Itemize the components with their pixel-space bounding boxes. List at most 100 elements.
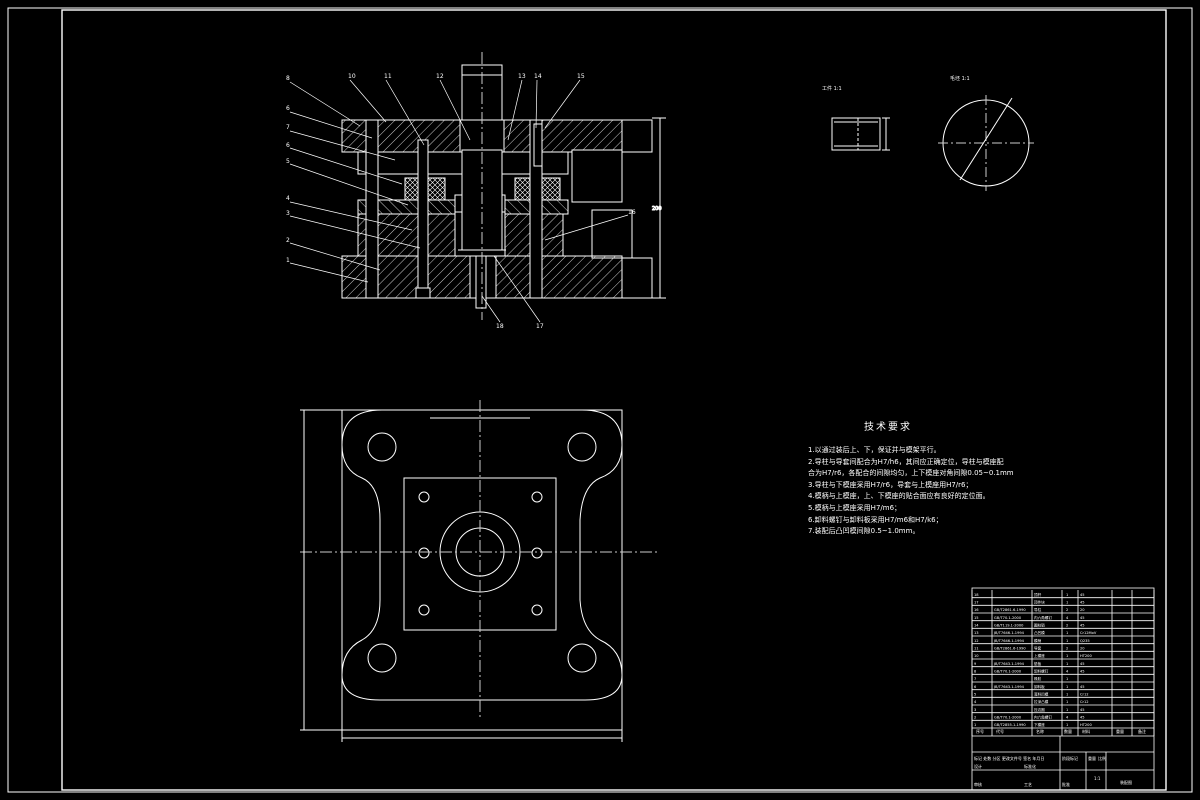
parts-row-name: 导套 [1034, 646, 1042, 651]
parts-row-qty: 1 [1066, 654, 1068, 658]
footer-marks: 标记 处数 分区 更改文件号 签名 年月日 [974, 755, 1044, 761]
parts-row-qty: 1 [1066, 631, 1068, 635]
header-qty: 数量 [1064, 728, 1072, 734]
title-block [971, 587, 1155, 791]
parts-row-no: 5 [974, 693, 976, 697]
footer-design: 设计 [974, 763, 982, 769]
parts-row-material: 45 [1080, 670, 1085, 674]
parts-row-no: 13 [974, 631, 979, 635]
plan-view [300, 400, 660, 742]
footer-standard: 标准化 [1024, 763, 1036, 769]
parts-row-name: 上模座 [1034, 653, 1045, 658]
callout-top-5: 14 [534, 73, 542, 80]
technical-requirements: 技术要求 1.以通过装后上、下，保证并与模架平行。 2.导柱与导套间配合为H7/… [808, 418, 1014, 538]
tech-item-1: 1.以通过装后上、下，保证并与模架平行。 [808, 446, 941, 454]
tech-item-3: 合为H7/r6，各配合的间隙均匀，上下模座对角间隙0.05~0.1mm [808, 469, 1014, 478]
tech-item-5: 4.模柄与上模座，上、下模座的贴合面应有良好的定位面。 [808, 492, 990, 501]
parts-row-material: Cr12MoV [1080, 631, 1097, 635]
parts-row-no: 16 [974, 608, 979, 612]
parts-row-material: 45 [1080, 662, 1085, 666]
parts-row-qty: 4 [1066, 716, 1069, 720]
parts-row-code: JB/T7643.1-1994 [993, 662, 1025, 666]
parts-row-no: 18 [974, 593, 979, 597]
parts-row-code: GB/T2861.6-1990 [994, 608, 1026, 612]
callout-left-3: 7 [286, 124, 290, 131]
header-code: 代号 [996, 728, 1004, 734]
header-no: 序号 [976, 728, 984, 734]
tech-item-4: 3.导柱与下模座采用H7/r6，导套与上模座用H7/r6； [808, 480, 973, 489]
parts-row-qty: 2 [1066, 624, 1068, 628]
parts-row-qty: 1 [1066, 601, 1068, 605]
parts-row-material: 45 [1080, 685, 1085, 689]
parts-row-material: 45 [1080, 616, 1085, 620]
parts-row-code: JB/T7643.1-1994 [993, 685, 1025, 689]
parts-row-name: 落料凹模 [1034, 692, 1049, 697]
parts-row-no: 4 [974, 700, 977, 704]
header-material: 材料 [1082, 728, 1090, 734]
parts-row-material: 20 [1080, 608, 1085, 612]
parts-row-qty: 1 [1066, 593, 1068, 597]
parts-row-name: 内六角螺钉 [1034, 615, 1052, 620]
part-view-label: 工件 1:1 [822, 85, 842, 92]
parts-row-name: 压边圈 [1034, 707, 1045, 712]
parts-row-name: 拉深凸模 [1034, 699, 1049, 704]
footer-scale: 比例 [1098, 755, 1106, 761]
parts-row-material: 45 [1080, 716, 1085, 720]
blank-view-label: 毛坯 1:1 [950, 75, 970, 82]
parts-row-qty: 1 [1066, 693, 1068, 697]
parts-row-qty: 1 [1066, 723, 1068, 727]
tech-item-6: 5.模柄与上模座采用H7/m6； [808, 503, 902, 512]
footer-scale-value: 1:1 [1094, 776, 1101, 781]
callout-left-6: 4 [286, 195, 290, 202]
callout-bottom-1: 18 [496, 323, 504, 330]
parts-row-name: 导柱 [1034, 607, 1042, 612]
parts-row-code: GB/T70.1-2000 [994, 616, 1022, 620]
callout-top-2: 11 [384, 73, 392, 80]
parts-row-name: 橡胶 [1034, 676, 1042, 681]
parts-row-no: 6 [974, 685, 977, 689]
parts-row-code: GB/T2861.6-1990 [994, 647, 1026, 651]
parts-row-qty: 1 [1066, 639, 1068, 643]
tech-item-2: 2.导柱与导套间配合为H7/h6，其间应正确定位，导柱与模座配 [808, 457, 1004, 466]
tech-requirements-title: 技术要求 [864, 422, 912, 433]
parts-row-name: 顶杆 [1034, 592, 1042, 597]
parts-row-material: 45 [1080, 601, 1085, 605]
footer-approve: 批准 [1062, 781, 1070, 787]
parts-row-name: 卸料板 [1034, 684, 1045, 689]
parts-row-name: 垫板 [1034, 661, 1042, 666]
parts-row-name: 模柄 [1034, 638, 1042, 643]
header-name: 名称 [1036, 728, 1044, 734]
parts-row-code: GB/T70.1-2000 [994, 670, 1022, 674]
parts-row-qty: 1 [1066, 677, 1068, 681]
parts-row-name: 顶件块 [1034, 600, 1045, 605]
callout-left-2: 6 [286, 105, 290, 112]
parts-row-code: JB/T7646.1-1994 [993, 631, 1025, 635]
parts-row-qty: 1 [1066, 700, 1068, 704]
title-block-text: 序号 代号 名称 数量 材料 重量 备注 标记 处数 分区 更改文件号 签名 年… [974, 728, 1146, 787]
callout-left-1: 8 [286, 75, 290, 82]
callout-leaders [289, 79, 629, 323]
callout-left-9: 1 [286, 257, 290, 264]
footer-process: 工艺 [1024, 782, 1032, 787]
blank-view: 毛坯 1:1 [938, 75, 1034, 191]
parts-row-no: 8 [974, 670, 977, 674]
callout-left-8: 2 [286, 237, 290, 244]
part-view: 工件 1:1 [822, 85, 890, 151]
parts-row-code: JB/T7646.1-1994 [993, 639, 1025, 643]
parts-row-qty: 4 [1066, 616, 1069, 620]
parts-row-material: 45 [1080, 593, 1085, 597]
parts-row-material: HT200 [1080, 723, 1092, 727]
parts-row-no: 14 [974, 624, 979, 628]
parts-row-code: GB/T70.1-2000 [994, 716, 1022, 720]
callout-left-5: 5 [286, 158, 290, 165]
parts-row-no: 1 [974, 723, 976, 727]
parts-row-qty: 1 [1066, 685, 1068, 689]
parts-row-material: Cr12 [1080, 693, 1089, 697]
callout-right-1: 16 [628, 209, 636, 216]
inner-frame [61, 9, 1167, 791]
parts-row-no: 10 [974, 654, 979, 658]
parts-row-no: 11 [974, 647, 979, 651]
parts-row-no: 9 [974, 662, 977, 666]
parts-row-code: GB/T2855.1-1990 [994, 723, 1026, 727]
